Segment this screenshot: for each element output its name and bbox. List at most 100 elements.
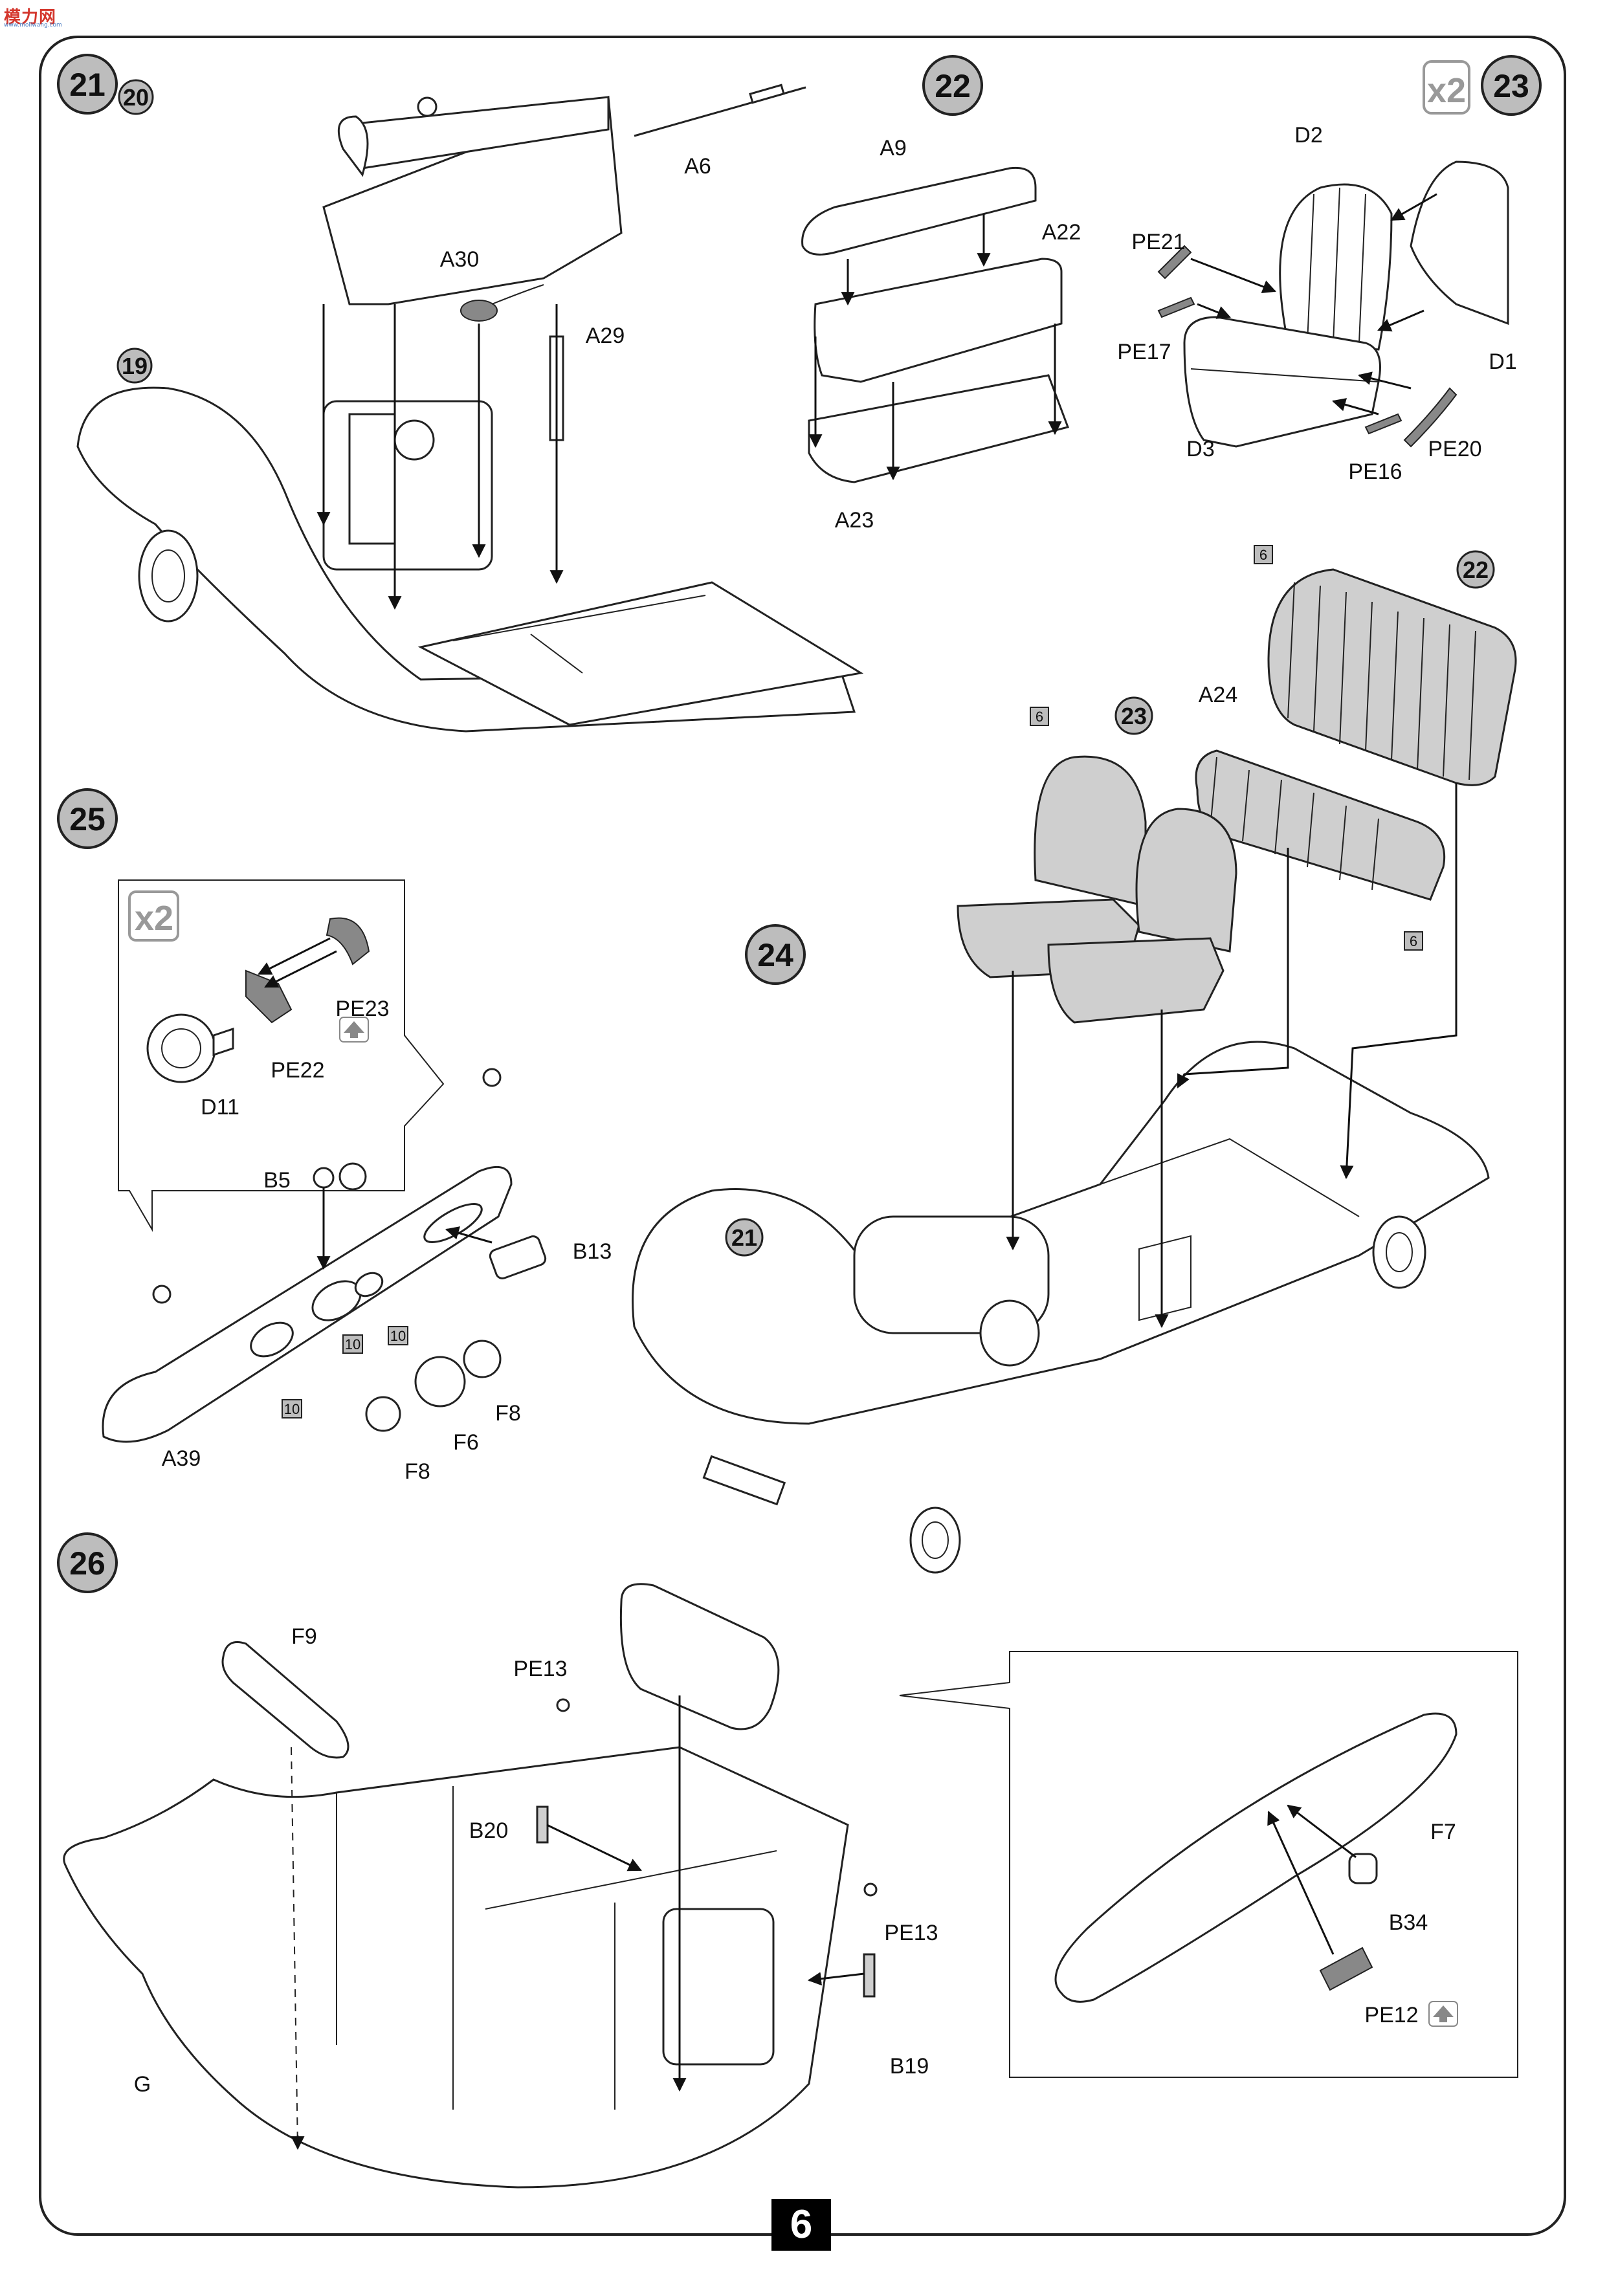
part-f9	[221, 1641, 349, 1759]
front-seat-right-back	[1135, 808, 1237, 953]
part-a30	[460, 300, 498, 322]
part-b20	[536, 1805, 549, 1844]
step-26-badge	[57, 1532, 118, 1593]
step-24-number: 24	[757, 937, 793, 973]
floor-rib	[530, 634, 583, 674]
rear-wheel-hub	[151, 549, 185, 602]
part-pe22	[245, 969, 293, 1024]
label-a9: A9	[880, 136, 907, 160]
knob-top	[482, 1068, 502, 1087]
step-23-number: 23	[1493, 68, 1529, 104]
label-a30: A30	[440, 247, 480, 272]
label-d3: D3	[1186, 437, 1214, 461]
ref-22-badge	[1456, 550, 1495, 589]
ref-21-badge	[725, 1218, 764, 1257]
part-d3	[1183, 316, 1381, 448]
ref-19-badge	[116, 348, 153, 384]
arrow	[1287, 1804, 1357, 1859]
front-seat-right-base	[1047, 937, 1225, 1024]
color-box	[388, 1326, 408, 1345]
arrow	[1357, 371, 1412, 390]
dashed-guide	[291, 1747, 298, 2149]
arrow	[1390, 193, 1437, 221]
page-number: 6	[771, 2199, 831, 2251]
part-pe13-a	[556, 1698, 570, 1712]
arrow	[1177, 848, 1289, 1088]
part-f7-mirror	[1054, 1712, 1457, 2003]
label-b13: B13	[573, 1239, 612, 1264]
site-logo: 模力网	[4, 8, 57, 27]
part-d11	[146, 1013, 216, 1083]
label-pe16: PE16	[1348, 459, 1402, 484]
step-25: 25 x2 10 10 10 PE23	[57, 788, 612, 1484]
rear-wheel-24-hub	[1386, 1232, 1413, 1272]
step-23: x2 23 D2 PE21 PE17 D1 D3 PE16 PE20	[1117, 55, 1542, 484]
detail-callout	[899, 1651, 1518, 2078]
label-pe23: PE23	[335, 997, 389, 1021]
part-d11-stem	[212, 1027, 234, 1057]
color-box	[342, 1334, 363, 1354]
engine-pulley	[979, 1299, 1040, 1367]
ref-20-badge	[118, 79, 154, 115]
body-frame-lines	[336, 1786, 777, 2110]
label-f8: F8	[405, 1459, 430, 1484]
part-a6-end	[749, 83, 785, 104]
step-26-number: 26	[69, 1545, 105, 1582]
rear-wheel	[138, 529, 199, 623]
part-b5	[313, 1167, 335, 1189]
color-box-number: 6	[1410, 933, 1417, 949]
step-25-multiplier: x2	[135, 899, 173, 938]
label-pe22: PE22	[271, 1058, 324, 1083]
step-21: 21 20 19 A6 A30 A	[57, 54, 864, 733]
seat-rib	[1190, 368, 1379, 382]
color-box	[1030, 707, 1049, 726]
arrow	[445, 1226, 493, 1244]
step-24: 24 6 6 6 22 23	[632, 545, 1517, 1574]
arrow	[264, 950, 337, 988]
cushion-ribs	[1210, 756, 1379, 890]
part-b5-ring	[338, 1162, 367, 1191]
door-opening	[662, 1908, 775, 2066]
part-pe20	[1403, 387, 1457, 448]
rear-wheel-24	[1372, 1215, 1426, 1289]
part-g-body	[63, 1746, 849, 2189]
part-b13	[489, 1235, 547, 1279]
part-a39-dashboard	[102, 1165, 513, 1443]
step-25-multiplier-box	[128, 890, 179, 942]
ref-19: 19	[122, 353, 148, 379]
part-pe17	[1157, 296, 1195, 318]
windshield	[619, 1583, 780, 1730]
rear-bench-back	[1267, 568, 1517, 786]
cabin-floor	[417, 581, 864, 726]
part-pe23	[326, 917, 370, 966]
tank-cap	[417, 96, 438, 117]
step-23-multiplier-box	[1423, 60, 1470, 115]
label-a39: A39	[162, 1446, 201, 1471]
step-25-badge	[57, 788, 118, 849]
label-pe13: PE13	[513, 1657, 567, 1681]
step-21-badge	[57, 54, 118, 115]
label-a24: A24	[1199, 683, 1238, 707]
arrow	[546, 1824, 642, 1871]
label-d2: D2	[1294, 123, 1322, 148]
label-b20: B20	[469, 1818, 509, 1843]
ref-23-badge	[1114, 696, 1153, 735]
arrow	[1197, 303, 1231, 319]
step-23-badge	[1481, 55, 1542, 116]
part-d11-inner	[161, 1028, 201, 1068]
part-b34	[1348, 1853, 1378, 1884]
label-a22: A22	[1042, 220, 1081, 245]
step-21-number: 21	[69, 67, 105, 103]
label-b5: B5	[263, 1168, 291, 1193]
chassis-body	[632, 1041, 1490, 1425]
color-box	[1404, 931, 1423, 951]
label-pe20: PE20	[1428, 437, 1481, 461]
part-f8	[463, 1340, 502, 1378]
engine-filter	[393, 419, 435, 461]
tank-hose	[337, 115, 369, 177]
step-22: 22 A9 A22 A23	[801, 55, 1081, 533]
color-box-number: 6	[1036, 709, 1043, 725]
part-pe12	[1319, 1947, 1373, 1991]
arrow	[1267, 1811, 1335, 1955]
